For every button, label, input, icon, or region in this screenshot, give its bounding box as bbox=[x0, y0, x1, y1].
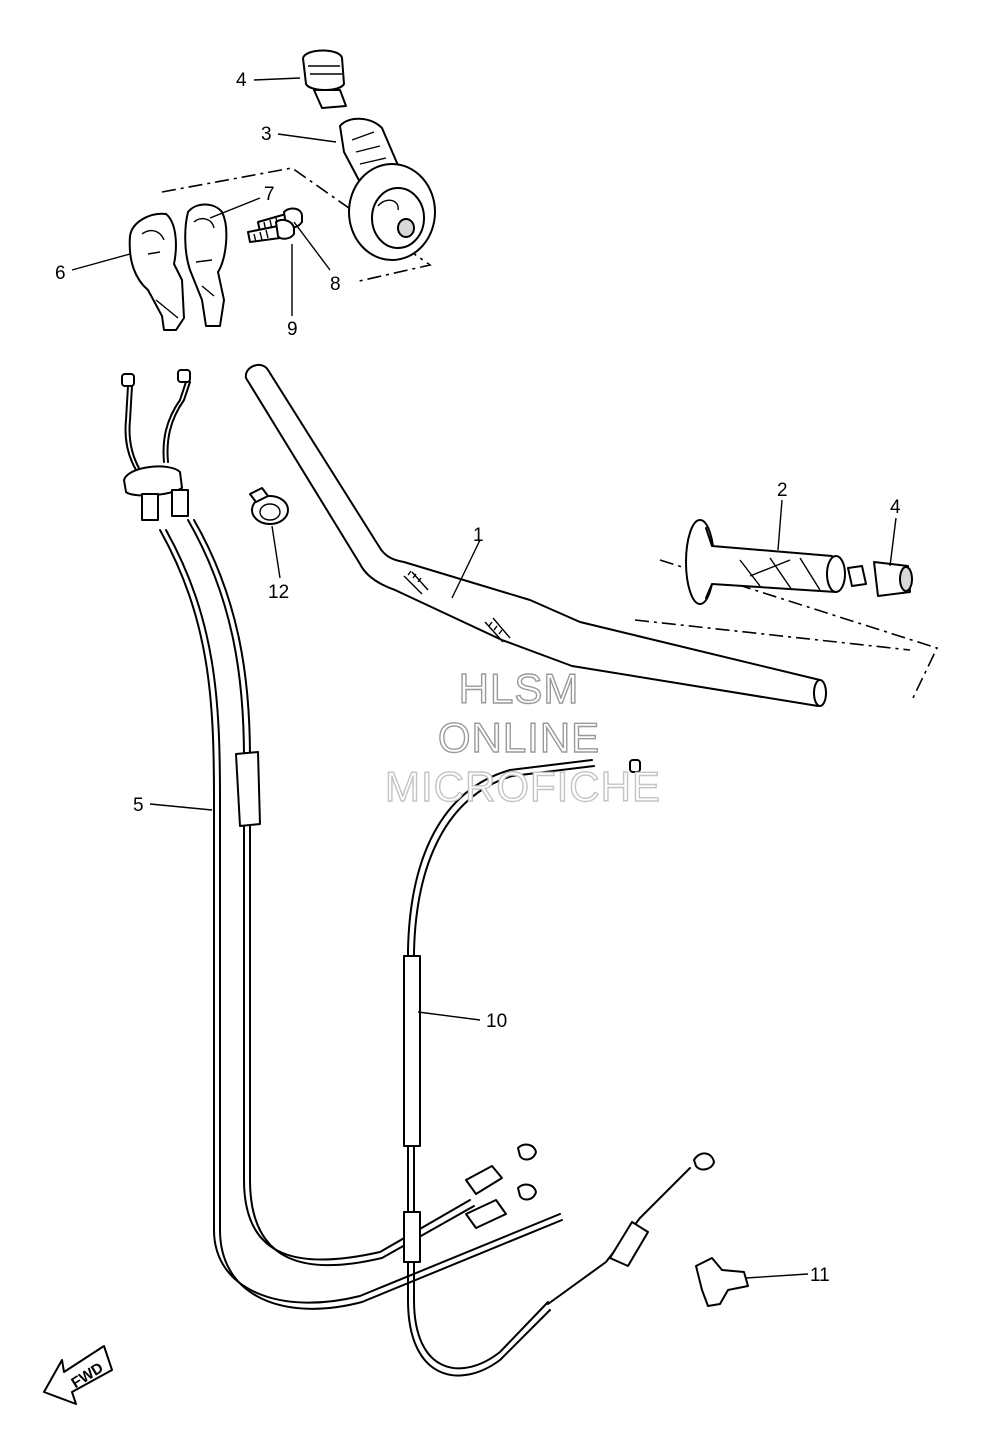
callout-9: 9 bbox=[287, 319, 298, 340]
callout-6: 6 bbox=[55, 263, 66, 284]
bolt-lower[interactable] bbox=[247, 219, 295, 243]
hose-clip[interactable] bbox=[249, 487, 289, 525]
throttle-grip[interactable] bbox=[339, 117, 436, 261]
grip-assembly-frame bbox=[634, 559, 939, 701]
watermark-line-2: ONLINE bbox=[438, 714, 600, 761]
throttle-cable[interactable] bbox=[121, 369, 563, 1310]
callout-10: 10 bbox=[486, 1011, 507, 1032]
callout-8: 8 bbox=[330, 274, 341, 295]
cable-clamp[interactable] bbox=[695, 1257, 749, 1307]
clutch-cable[interactable] bbox=[403, 759, 715, 1377]
callout-12: 12 bbox=[268, 582, 289, 603]
throttle-housing-upper[interactable] bbox=[128, 212, 185, 331]
leader-lines bbox=[71, 77, 897, 1279]
callout-2: 2 bbox=[777, 480, 788, 501]
callout-1: 1 bbox=[473, 525, 484, 546]
callout-4-left: 4 bbox=[236, 70, 247, 91]
fwd-arrow-icon: FWD bbox=[43, 1345, 113, 1405]
watermark-line-1: HLSM bbox=[459, 665, 580, 712]
callout-4-right: 4 bbox=[890, 497, 901, 518]
handlebar[interactable] bbox=[244, 363, 827, 707]
bar-end-weight-right[interactable] bbox=[847, 561, 913, 597]
grip-left[interactable] bbox=[685, 519, 846, 605]
callout-11: 11 bbox=[810, 1265, 830, 1286]
throttle-housing-lower[interactable] bbox=[184, 203, 228, 327]
callout-7: 7 bbox=[264, 184, 275, 205]
callout-3: 3 bbox=[261, 124, 272, 145]
watermark-line-3: MICROFICHE bbox=[385, 763, 661, 810]
bar-end-weight-left[interactable] bbox=[302, 49, 347, 109]
callout-5: 5 bbox=[133, 795, 144, 816]
